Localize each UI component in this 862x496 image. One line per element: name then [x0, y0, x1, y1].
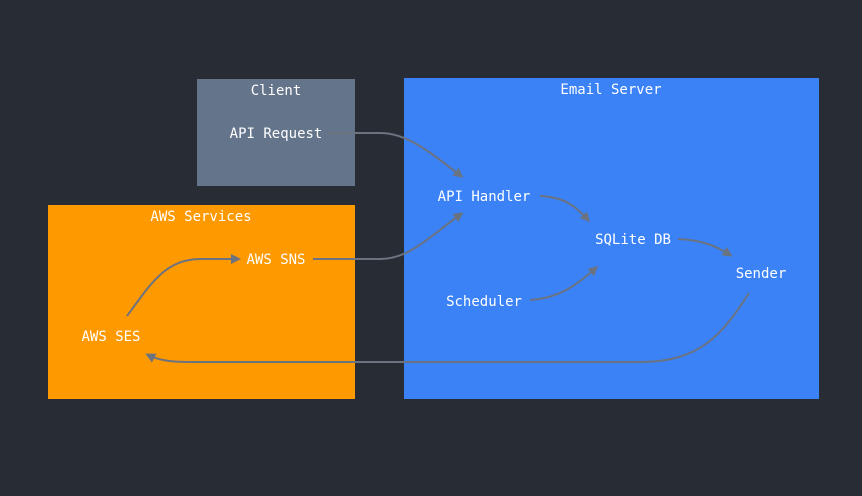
email-server-group-box	[404, 78, 819, 399]
edge-api-handler-to-sqlite-db	[539, 195, 590, 223]
node-api-request: API Request	[230, 126, 323, 142]
node-scheduler: Scheduler	[446, 294, 522, 310]
node-sqlite-db: SQLite DB	[595, 232, 671, 248]
aws-services-group-box	[48, 205, 355, 399]
aws-services-group-title: AWS Services	[150, 209, 251, 225]
node-sender: Sender	[736, 266, 787, 282]
edge-api-request-to-api-handler	[326, 132, 464, 178]
client-group-title: Client	[251, 83, 302, 99]
edge-sqlite-db-to-sender	[677, 238, 733, 257]
node-api-handler: API Handler	[438, 189, 531, 205]
edge-sender-to-aws-ses	[145, 292, 750, 363]
edge-aws-sns-to-api-handler	[313, 212, 464, 260]
edges	[126, 132, 750, 363]
node-aws-sns: AWS SNS	[246, 252, 305, 268]
email-server-group-title: Email Server	[560, 82, 661, 98]
nodes: API Request AWS SNS AWS SES API Handler …	[81, 126, 786, 345]
aws-services-group: AWS Services	[48, 205, 355, 399]
edge-aws-ses-to-aws-sns	[126, 254, 241, 317]
edge-scheduler-to-sqlite-db	[529, 266, 599, 301]
email-server-group: Email Server	[404, 78, 819, 399]
node-aws-ses: AWS SES	[81, 329, 140, 345]
